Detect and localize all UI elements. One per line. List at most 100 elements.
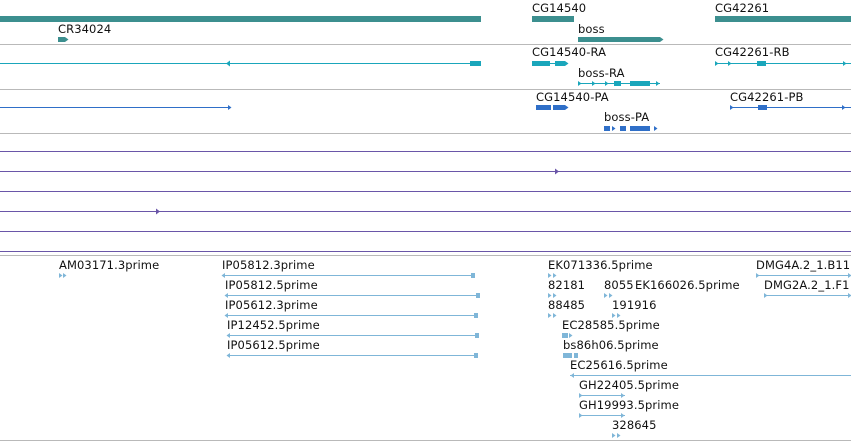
transcript-label-cg42261-rb[interactable]: CG42261-RB xyxy=(715,45,790,59)
gene-arrow-cr34024 xyxy=(65,37,69,42)
est-glyph-191916-a xyxy=(612,313,616,318)
est-label-am03171-3prime[interactable]: AM03171.3prime xyxy=(59,258,160,272)
est-glyph-gh19993-a xyxy=(579,413,583,418)
est-glyph-ek071336-b xyxy=(553,273,557,278)
est-glyph-ip05612-3-end xyxy=(474,313,478,318)
est-glyph-am03171-b xyxy=(63,273,67,278)
est-glyph-ip12452-end xyxy=(475,333,479,338)
est-label-dmg4a-2-1-b11[interactable]: DMG4A.2_1.B11 xyxy=(756,258,851,272)
est-glyph-gh19993-b xyxy=(621,413,625,418)
purple-arrow-1 xyxy=(555,168,559,175)
gene-label-boss[interactable]: boss xyxy=(578,22,605,36)
est-label-ec28585-5prime[interactable]: EC28585.5prime xyxy=(562,318,660,332)
transcript-label-boss-ra[interactable]: boss-RA xyxy=(578,66,625,80)
est-label-ec25616-5prime[interactable]: EC25616.5prime xyxy=(570,358,668,372)
est-glyph-ip05812-3-end xyxy=(471,273,475,278)
est-label-ek071336-5prime[interactable]: EK071336.5prime xyxy=(548,258,653,272)
transcript-exon-boss-1 xyxy=(614,81,621,86)
est-glyph-bs86h06-c xyxy=(574,353,578,358)
est-glyph-ec28585-a xyxy=(562,333,568,338)
est-glyph-82181-a xyxy=(548,293,552,298)
est-label-gh22405-5prime[interactable]: GH22405.5prime xyxy=(579,378,680,392)
est-glyph-ec28585-b xyxy=(569,333,573,338)
est-glyph-ip12452-arrow-start xyxy=(226,333,230,338)
transcript-arrow-cg42261-1 xyxy=(715,61,719,66)
transcript-exon-cg14540-2 xyxy=(555,61,565,66)
transcript-label-cg14540-ra[interactable]: CG14540-RA xyxy=(532,45,607,59)
est-label-ip05612-5prime[interactable]: IP05612.5prime xyxy=(227,338,320,352)
est-glyph-ec25616-arrow xyxy=(570,373,574,378)
gene-arrow-boss xyxy=(660,37,664,42)
protein-exon-cg14540-2 xyxy=(553,105,565,110)
gene-bar-boss xyxy=(578,37,660,42)
transcript-exon-boss-2 xyxy=(630,81,650,86)
est-glyph-dmg2a-arrow-end xyxy=(848,293,851,298)
est-glyph-328645-b xyxy=(617,433,621,438)
transcript-arrow-boss-1 xyxy=(578,81,582,86)
protein-exon-cg42261 xyxy=(758,105,767,110)
transcript-arrow-boss-4 xyxy=(656,81,660,86)
est-glyph-gh22405-b xyxy=(621,393,625,398)
est-glyph-88485-a xyxy=(548,313,552,318)
est-glyph-ip05612-5-arrow-start xyxy=(226,353,230,358)
est-label-bs86h06-5prime[interactable]: bs86h06.5prime xyxy=(563,338,659,352)
transcript-exon-left xyxy=(470,61,481,66)
est-label-8055[interactable]: 8055 xyxy=(604,278,634,292)
est-label-328645[interactable]: 328645 xyxy=(612,418,657,432)
protein-arrow-left xyxy=(228,105,232,110)
est-label-ip05812-5prime[interactable]: IP05812.5prime xyxy=(225,278,318,292)
est-glyph-8055-b xyxy=(609,293,613,298)
gene-label-cg14540[interactable]: CG14540 xyxy=(532,1,587,15)
est-glyph-am03171-a xyxy=(59,273,63,278)
est-glyph-88485-b xyxy=(553,313,557,318)
est-glyph-dmg4a-arrow-end xyxy=(848,273,851,278)
protein-exon-boss-3 xyxy=(630,126,650,131)
est-label-ek166026-5prime[interactable]: EK166026.5prime xyxy=(635,278,740,292)
est-glyph-82181-b xyxy=(553,293,557,298)
est-label-ip05812-3prime[interactable]: IP05812.3prime xyxy=(222,258,315,272)
gene-label-cr34024[interactable]: CR34024 xyxy=(58,22,112,36)
protein-arrow-cg14540 xyxy=(565,105,569,110)
gene-label-cg42261[interactable]: CG42261 xyxy=(715,1,770,15)
est-label-88485[interactable]: 88485 xyxy=(548,298,586,312)
transcript-arrow-cg42261-3 xyxy=(843,61,847,66)
transcript-arrow-cg14540 xyxy=(565,61,569,66)
protein-label-boss-pa[interactable]: boss-PA xyxy=(604,110,650,124)
transcript-arrow-boss-2 xyxy=(592,81,596,86)
est-label-191916[interactable]: 191916 xyxy=(612,298,657,312)
transcript-exon-cg14540-1 xyxy=(532,61,550,66)
est-label-82181[interactable]: 82181 xyxy=(548,278,586,292)
protein-label-cg14540-pa[interactable]: CG14540-PA xyxy=(536,90,609,104)
transcript-arrow-cg42261-2 xyxy=(728,61,732,66)
protein-arrow-boss-2 xyxy=(654,126,658,131)
est-glyph-191916-b xyxy=(617,313,621,318)
protein-exon-boss-1 xyxy=(604,126,610,131)
est-label-dmg2a-2-1-f1[interactable]: DMG2A.2_1.F1 xyxy=(764,278,850,292)
transcript-exon-cg42261 xyxy=(757,61,766,66)
est-glyph-gh22405-a xyxy=(579,393,583,398)
protein-arrow-cg42261-2 xyxy=(842,105,846,110)
est-glyph-ip05612-5-end xyxy=(474,353,478,358)
est-label-ip12452-5prime[interactable]: IP12452.5prime xyxy=(227,318,320,332)
est-glyph-ip05612-3-arrow-start xyxy=(224,313,228,318)
protein-arrow-boss-1 xyxy=(612,126,616,131)
protein-arrow-cg42261-1 xyxy=(730,105,734,110)
transcript-arrow-boss-3 xyxy=(605,81,609,86)
purple-arrow-2 xyxy=(156,208,160,215)
est-glyph-8055-a xyxy=(604,293,608,298)
gene-bar-cr34024 xyxy=(58,37,65,42)
est-label-gh19993-5prime[interactable]: GH19993.5prime xyxy=(579,398,680,412)
gene-bar-left xyxy=(0,16,481,22)
est-glyph-dmg2a-arrow-start xyxy=(764,293,768,298)
est-glyph-bs86h06-b xyxy=(564,353,568,358)
protein-label-cg42261-pb[interactable]: CG42261-PB xyxy=(730,90,804,104)
est-glyph-328645-a xyxy=(612,433,616,438)
est-label-ip05612-3prime[interactable]: IP05612.3prime xyxy=(225,298,318,312)
est-glyph-ip05812-5-arrow-start xyxy=(224,293,228,298)
est-glyph-ip05812-5-end xyxy=(476,293,480,298)
est-glyph-ip05812-3-arrow-start xyxy=(221,273,225,278)
est-glyph-dmg4a-arrow-start xyxy=(756,273,760,278)
gene-bar-cg42261 xyxy=(715,16,851,22)
